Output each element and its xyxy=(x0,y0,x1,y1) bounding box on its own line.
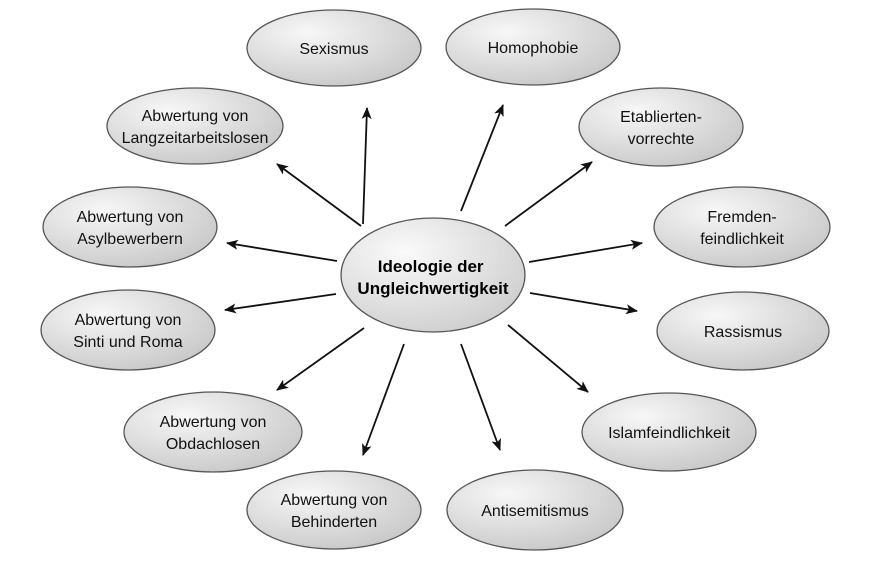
node-ellipse-fremdenfeindlichkeit xyxy=(653,186,831,268)
arrow-to-antisemitismus xyxy=(460,343,501,451)
node-antisemitismus: Antisemitismus xyxy=(446,469,624,551)
arrow-to-islamfeindlichkeit xyxy=(507,324,589,393)
arrow-to-abwertung-sinti-roma xyxy=(224,293,337,314)
node-label-line: Abwertung von xyxy=(75,312,182,329)
node-ellipse-sexismus xyxy=(246,9,422,87)
node-ellipse-abwertung-asylbewerbern xyxy=(42,186,218,268)
node-label-homophobie: Homophobie xyxy=(488,40,579,57)
node-ellipse-islamfeindlichkeit xyxy=(581,392,757,472)
node-ellipse-antisemitismus xyxy=(446,469,624,551)
node-label-islamfeindlichkeit: Islamfeindlichkeit xyxy=(608,425,730,442)
arrow-to-abwertung-behinderten xyxy=(362,343,405,456)
nodes-layer: Sexismus HomophobieEtablierten-vorrechteF… xyxy=(40,8,831,551)
arrow-to-rassismus xyxy=(529,292,638,315)
arrow-to-homophobie xyxy=(460,104,504,212)
node-label-line: Obdachlosen xyxy=(166,436,260,453)
node-label-line: Sexismus xyxy=(299,41,368,58)
center-node: Ideologie der Ungleichwertigkeit xyxy=(340,217,526,333)
node-label-line: Abwertung von xyxy=(160,414,267,431)
arrows-layer xyxy=(224,104,643,456)
arrow-to-etablierten-vorrechte xyxy=(504,161,593,227)
center-label-line-1: Ideologie der xyxy=(378,257,484,276)
node-label-line: Asylbewerbern xyxy=(77,231,183,248)
node-label-fremdenfeindlichkeit: Fremden-feindlichkeit xyxy=(700,209,784,248)
node-label-line: Rassismus xyxy=(704,324,782,341)
center-ellipse xyxy=(340,217,526,333)
center-label-line-2: Ungleichwertigkeit xyxy=(357,279,508,298)
node-label-line: Abwertung von xyxy=(142,108,249,125)
arrow-to-sexismus xyxy=(361,107,372,225)
node-ellipse-etablierten-vorrechte xyxy=(578,87,744,167)
node-fremdenfeindlichkeit: Fremden-feindlichkeit xyxy=(653,186,831,268)
node-label-line: Islamfeindlichkeit xyxy=(608,425,730,442)
arrow-to-abwertung-asylbewerbern xyxy=(226,239,338,262)
node-label-rassismus: Rassismus xyxy=(704,324,782,341)
node-label-line: Behinderten xyxy=(291,514,377,531)
node-label-antisemitismus: Antisemitismus xyxy=(481,503,589,520)
node-label-line: vorrechte xyxy=(628,131,695,148)
node-label-etablierten-vorrechte: Etablierten-vorrechte xyxy=(620,109,702,148)
node-ellipse-abwertung-sinti-roma xyxy=(40,289,216,371)
arrow-to-abwertung-obdachlosen xyxy=(276,327,365,391)
arrow-to-fremdenfeindlichkeit xyxy=(528,239,643,263)
node-label-line: Fremden- xyxy=(707,209,776,226)
node-sexismus: Sexismus xyxy=(246,9,422,87)
node-rassismus: Rassismus xyxy=(656,291,830,371)
node-label-line: Homophobie xyxy=(488,40,579,57)
node-ellipse-homophobie xyxy=(445,8,621,86)
node-etablierten-vorrechte: Etablierten-vorrechte xyxy=(578,87,744,167)
node-label-line: feindlichkeit xyxy=(700,231,784,248)
node-label-line: Sinti und Roma xyxy=(73,334,182,351)
node-label-line: Abwertung von xyxy=(77,209,184,226)
node-ellipse-abwertung-obdachlosen xyxy=(123,391,303,473)
node-ellipse-abwertung-langzeitarbeitslosen xyxy=(106,87,284,165)
node-label-line: Langzeitarbeitslosen xyxy=(122,130,269,147)
node-ellipse-rassismus xyxy=(656,291,830,371)
node-homophobie: Homophobie xyxy=(445,8,621,86)
node-islamfeindlichkeit: Islamfeindlichkeit xyxy=(581,392,757,472)
node-label-line: Antisemitismus xyxy=(481,503,589,520)
node-label-sexismus: Sexismus xyxy=(299,41,368,58)
node-label-line: Abwertung von xyxy=(281,492,388,509)
arrow-to-abwertung-langzeitarbeitslosen xyxy=(276,163,362,227)
center-label: Ideologie der Ungleichwertigkeit xyxy=(357,257,508,298)
node-label-line: Etablierten- xyxy=(620,109,702,126)
node-ellipse-abwertung-behinderten xyxy=(246,470,422,550)
